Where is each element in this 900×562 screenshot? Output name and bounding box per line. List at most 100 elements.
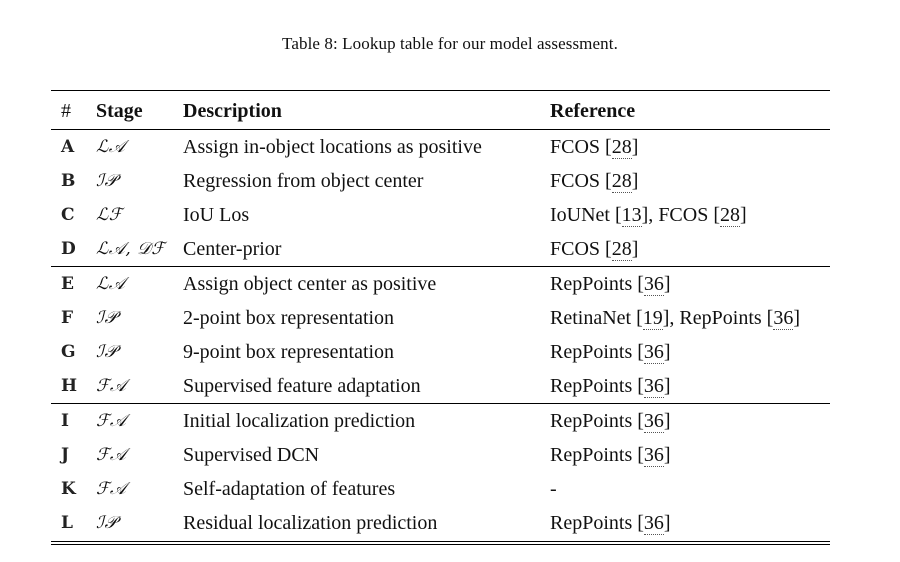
row-description: Regression from object center <box>183 169 424 192</box>
bottom-rule-second <box>51 544 830 545</box>
citation-link[interactable]: 36 <box>773 306 794 330</box>
row-id: E <box>61 274 74 294</box>
row-description: Assign in-object locations as positive <box>183 135 482 158</box>
reference-bracket: ] <box>663 443 671 466</box>
citation-link[interactable]: 36 <box>643 374 664 398</box>
lookup-table: # Stage Description Reference A ℒ𝒜 Assign … <box>51 93 830 540</box>
row-description: Self-adaptation of features <box>183 477 396 500</box>
table-header-row: # Stage Description Reference <box>51 93 830 130</box>
top-rule <box>51 90 830 91</box>
reference-name: RetinaNet [ <box>550 306 643 329</box>
reference-name: FCOS [ <box>550 169 612 192</box>
citation-link[interactable]: 36 <box>643 443 664 467</box>
row-id: F <box>61 308 74 328</box>
citation-link[interactable]: 28 <box>720 203 741 227</box>
table-caption: Table 8: Lookup table for our model asse… <box>282 34 618 53</box>
reference-name: RepPoints [ <box>550 374 644 397</box>
reference-bracket: ] <box>663 272 671 295</box>
reference-bracket: ] <box>663 409 671 432</box>
citation-link[interactable]: 28 <box>611 237 632 261</box>
row-stage: ℒℱ <box>96 205 123 225</box>
row-reference: RepPoints [36] <box>550 369 830 404</box>
reference-name: FCOS [ <box>550 135 612 158</box>
reference-name: RepPoints [ <box>679 306 774 329</box>
reference-bracket: ], <box>641 203 659 226</box>
row-id: I <box>61 411 69 431</box>
citation-link[interactable]: 13 <box>621 203 642 227</box>
table-row: E ℒ𝒜 Assign object center as positive RepPo… <box>51 267 830 302</box>
reference-bracket: ] <box>631 169 639 192</box>
bottom-rule <box>51 541 830 542</box>
reference-name: IoUNet [ <box>550 203 622 226</box>
row-reference: RepPoints [36] <box>550 267 830 302</box>
row-id: C <box>61 205 75 225</box>
table-row: A ℒ𝒜 Assign in-object locations as positiv… <box>51 130 830 165</box>
row-description: Center-prior <box>183 232 550 267</box>
row-stage: ℱ𝒜 <box>96 411 127 431</box>
table-row: B ℐ𝒫 Regression from object center FCOS [28… <box>51 164 830 198</box>
row-description: Supervised DCN <box>183 443 320 466</box>
row-reference: RepPoints [36] <box>550 506 830 540</box>
header-reference: Reference <box>550 93 830 130</box>
row-description: Initial localization prediction <box>183 409 416 432</box>
reference-bracket: ] <box>793 306 800 329</box>
row-reference: - <box>550 472 830 506</box>
row-id: A <box>61 137 75 157</box>
row-description: Supervised feature adaptation <box>183 369 550 404</box>
reference-name: RepPoints [ <box>550 511 644 534</box>
table-row: I ℱ𝒜 Initial localization prediction RepPoi… <box>51 404 830 439</box>
citation-link[interactable]: 28 <box>611 169 632 193</box>
row-reference: RepPoints [36] <box>550 404 830 439</box>
row-id: J <box>61 445 70 465</box>
reference-bracket: ] <box>631 237 639 260</box>
row-stage: ℐ𝒫 <box>96 342 118 362</box>
row-reference: FCOS [28] <box>550 232 830 267</box>
reference-bracket: ] <box>663 340 671 363</box>
reference-name: FCOS [ <box>550 237 612 260</box>
reference-name: - <box>550 477 557 500</box>
row-stage: ℐ𝒫 <box>96 513 118 533</box>
row-description: Residual localization prediction <box>183 511 438 534</box>
reference-bracket: ], <box>662 306 680 329</box>
reference-bracket: ] <box>663 374 671 397</box>
row-stage: ℐ𝒫 <box>96 171 118 191</box>
table-row: L ℐ𝒫 Residual localization prediction RepPo… <box>51 506 830 540</box>
row-stage: ℱ𝒜 <box>96 479 127 499</box>
row-id: H <box>51 369 96 404</box>
citation-link[interactable]: 36 <box>643 511 664 535</box>
table-row: K ℱ𝒜 Self-adaptation of features - <box>51 472 830 506</box>
reference-name: RepPoints [ <box>550 409 644 432</box>
row-description: Assign object center as positive <box>183 272 437 295</box>
header-num: # <box>51 93 96 130</box>
row-id: D <box>51 232 96 267</box>
reference-name: RepPoints [ <box>550 443 644 466</box>
row-stage: ℐ𝒫 <box>96 308 118 328</box>
row-id: B <box>61 171 76 191</box>
citation-link[interactable]: 19 <box>642 306 663 330</box>
row-id: K <box>61 479 76 499</box>
row-id: L <box>61 513 73 533</box>
row-reference: FCOS [28] <box>550 164 830 198</box>
row-reference: RepPoints [36] <box>550 438 830 472</box>
citation-link[interactable]: 36 <box>643 340 664 364</box>
row-description: 9-point box representation <box>183 340 395 363</box>
reference-bracket: ] <box>740 203 747 226</box>
row-stage: ℱ𝒜 <box>96 445 127 465</box>
reference-name: FCOS [ <box>658 203 721 226</box>
row-stage: ℒ𝒜 <box>96 274 126 294</box>
header-stage: Stage <box>96 93 183 130</box>
citation-link[interactable]: 36 <box>643 272 664 296</box>
table-row: J ℱ𝒜 Supervised DCN RepPoints [36] <box>51 438 830 472</box>
reference-bracket: ] <box>663 511 671 534</box>
lookup-table-container: # Stage Description Reference A ℒ𝒜 Assign … <box>51 90 830 545</box>
row-stage: ℒ𝒜, 𝒟ℱ <box>96 232 183 267</box>
row-reference: RetinaNet [19], RepPoints [36] <box>550 301 830 335</box>
row-id: G <box>61 342 76 362</box>
citation-link[interactable]: 36 <box>643 409 664 433</box>
citation-link[interactable]: 28 <box>611 135 632 159</box>
row-stage: ℒ𝒜 <box>96 137 126 157</box>
